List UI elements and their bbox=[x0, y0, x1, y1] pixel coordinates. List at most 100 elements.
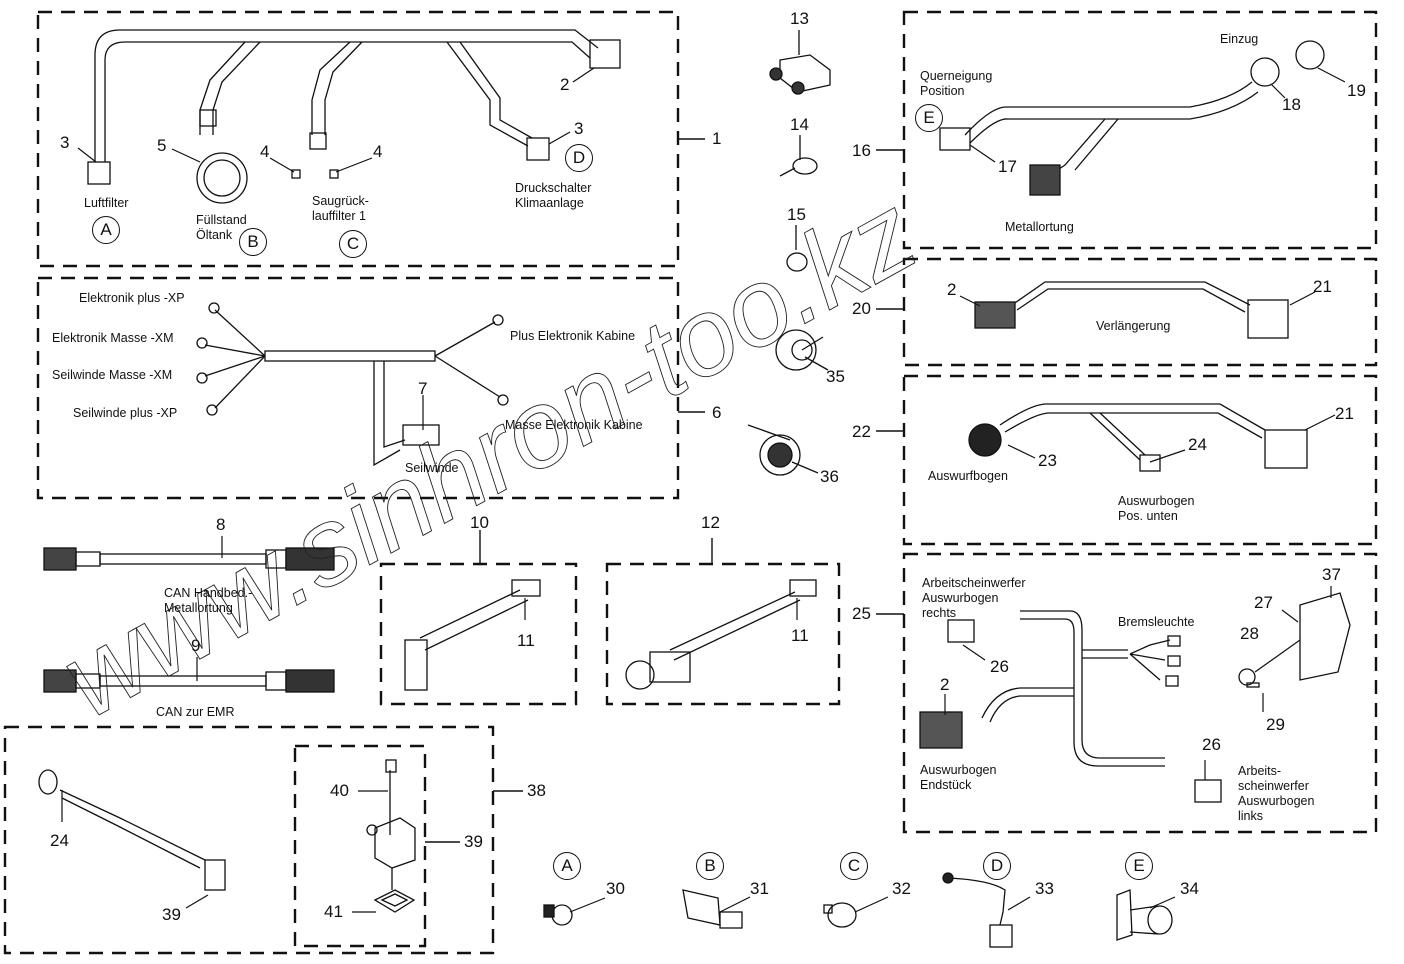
part-number: 39 bbox=[464, 832, 483, 851]
label-einzug: Einzug bbox=[1220, 32, 1259, 46]
part-number: 27 bbox=[1254, 593, 1273, 612]
group-box-38 bbox=[3, 725, 495, 955]
part-number: 23 bbox=[1038, 451, 1057, 470]
circled-letter-b: B bbox=[696, 852, 724, 880]
harness-16 bbox=[939, 40, 1325, 196]
label-arbeitsscheinwerfer-links: Arbeits- scheinwerfer Auswurbogen links bbox=[1238, 764, 1315, 823]
group-box-22 bbox=[902, 374, 1378, 546]
part-number: 32 bbox=[892, 879, 911, 898]
part-number: 2 bbox=[947, 280, 957, 299]
part-number: 8 bbox=[216, 515, 226, 534]
part-number: 34 bbox=[1180, 879, 1199, 898]
part-number: 30 bbox=[606, 879, 625, 898]
part-number: 2 bbox=[560, 75, 570, 94]
harness-20 bbox=[974, 281, 1289, 339]
circled-letter-d: D bbox=[565, 144, 593, 172]
cable-12 bbox=[625, 579, 817, 690]
part-number: 39 bbox=[162, 905, 181, 924]
part-number: 17 bbox=[998, 157, 1017, 176]
part-number: 3 bbox=[574, 119, 584, 138]
part-number: 15 bbox=[787, 205, 806, 224]
part-number: 10 bbox=[470, 513, 489, 532]
harness-25 bbox=[919, 592, 1351, 803]
part-number: 19 bbox=[1347, 81, 1366, 100]
part-number: 33 bbox=[1035, 879, 1054, 898]
group-box-10 bbox=[379, 562, 578, 706]
part-number: 29 bbox=[1266, 715, 1285, 734]
part-number: 31 bbox=[750, 879, 769, 898]
part-number: 13 bbox=[790, 9, 809, 28]
label-masse-elektronik-kabine: Masse Elektronik Kabine bbox=[505, 418, 643, 432]
part-number: 21 bbox=[1313, 277, 1332, 296]
harness-1 bbox=[87, 29, 621, 204]
part-number: 40 bbox=[330, 781, 349, 800]
part-number: 6 bbox=[712, 403, 722, 422]
part-number: 26 bbox=[990, 657, 1009, 676]
label-auswurbogen-endstueck: Auswurbogen Endstück bbox=[920, 763, 997, 792]
label-can-emr: CAN zur EMR bbox=[156, 705, 235, 719]
part-number: 2 bbox=[940, 675, 950, 694]
circled-letter-d: D bbox=[983, 852, 1011, 880]
group-box-6 bbox=[36, 276, 680, 500]
group-box-39 bbox=[293, 744, 427, 948]
part-number: 35 bbox=[826, 367, 845, 386]
part-number: 11 bbox=[791, 626, 809, 645]
cable-8 bbox=[43, 547, 335, 571]
cable-10 bbox=[404, 579, 541, 691]
label-seilwinde-masse: Seilwinde Masse -XM bbox=[52, 368, 173, 382]
part-number: 20 bbox=[852, 299, 871, 318]
part-number: 1 bbox=[712, 129, 722, 148]
label-metallortung: Metallortung bbox=[1005, 220, 1074, 234]
part-number: 28 bbox=[1240, 624, 1259, 643]
label-seilwinde: Seilwinde bbox=[405, 461, 459, 475]
label-plus-elektronik-kabine: Plus Elektronik Kabine bbox=[510, 329, 636, 343]
part-number: 36 bbox=[820, 467, 839, 486]
label-elektronik-masse: Elektronik Masse -XM bbox=[52, 331, 174, 345]
label-querneigung: Querneigung Position bbox=[920, 69, 993, 98]
group-box-12 bbox=[605, 562, 841, 706]
part-number: 4 bbox=[373, 142, 383, 161]
circled-letter-e: E bbox=[1125, 852, 1153, 880]
label-verlaengerung: Verlängerung bbox=[1096, 319, 1171, 333]
part-number: 9 bbox=[191, 636, 201, 655]
part-number: 21 bbox=[1335, 404, 1354, 423]
part-number: 12 bbox=[701, 513, 720, 532]
part-number: 24 bbox=[1188, 435, 1207, 454]
group-box-25 bbox=[902, 552, 1378, 834]
part-number: 5 bbox=[157, 136, 167, 155]
part-number: 18 bbox=[1282, 95, 1301, 114]
label-elektronik-plus: Elektronik plus -XP bbox=[79, 291, 185, 305]
part-number: 11 bbox=[517, 631, 535, 650]
label-can-handbed: CAN Handbed.- Metallortung bbox=[164, 586, 253, 615]
circled-letter-c: C bbox=[339, 230, 367, 258]
group-box-20 bbox=[902, 257, 1378, 367]
circled-letter-a: A bbox=[92, 216, 120, 244]
part-number: 7 bbox=[418, 379, 428, 398]
label-luftfilter: Luftfilter bbox=[84, 196, 129, 210]
label-arbeitscheinwerfer-rechts: Arbeitscheinwerfer Auswurbogen rechts bbox=[922, 576, 1026, 620]
part-number: 37 bbox=[1322, 565, 1341, 584]
label-bremsleuchte: Bremsleuchte bbox=[1118, 615, 1195, 629]
harness-6 bbox=[196, 302, 509, 467]
circled-letter-b: B bbox=[239, 228, 267, 256]
part-number: 4 bbox=[260, 142, 270, 161]
circled-letter-a: A bbox=[553, 852, 581, 880]
part-number: 25 bbox=[852, 604, 871, 623]
label-seilwinde-plus: Seilwinde plus -XP bbox=[73, 406, 178, 420]
label-druckschalter: Druckschalter Klimaanlage bbox=[515, 181, 592, 210]
part-number: 41 bbox=[324, 902, 343, 921]
parts-column bbox=[747, 30, 831, 476]
circled-letter-c: C bbox=[840, 852, 868, 880]
sensors bbox=[543, 872, 1173, 948]
part-number: 16 bbox=[852, 141, 871, 160]
label-auswurbogen-pos: Auswurbogen Pos. unten bbox=[1118, 494, 1195, 523]
group-box-16 bbox=[902, 10, 1378, 250]
label-saugrueck: Saugrück- lauffilter 1 bbox=[312, 194, 369, 223]
part-number: 24 bbox=[50, 831, 69, 850]
harness-22 bbox=[968, 403, 1308, 472]
part-number: 22 bbox=[852, 422, 871, 441]
part-number: 3 bbox=[60, 133, 70, 152]
harness-38 bbox=[38, 759, 416, 913]
